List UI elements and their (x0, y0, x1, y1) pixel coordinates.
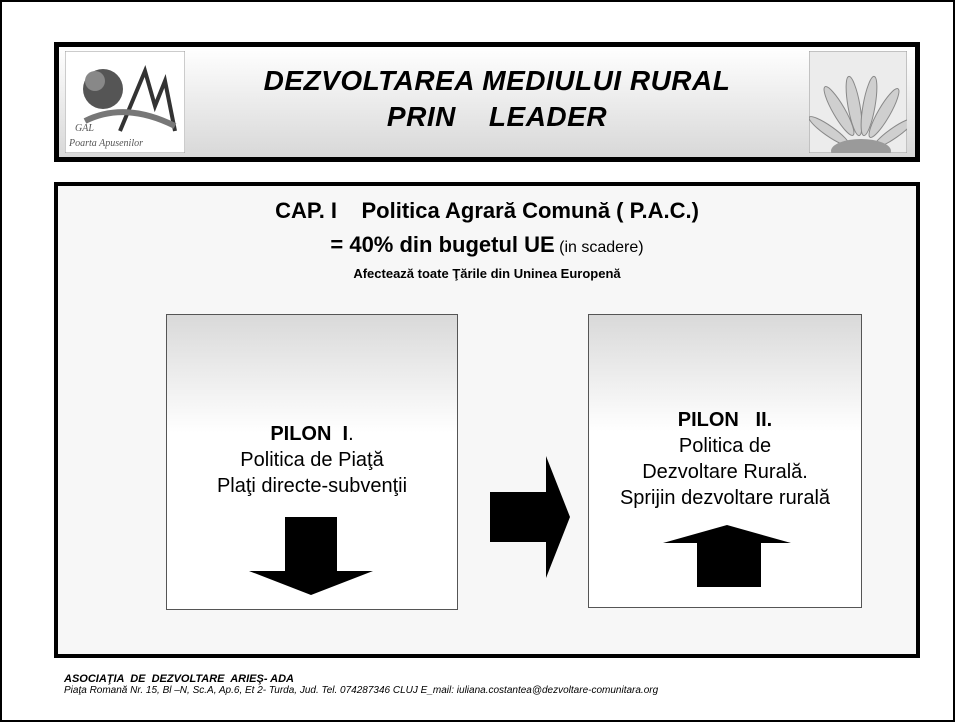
footer-address: Piaţa Romană Nr. 15, Bl –N, Sc.A, Ap.6, … (64, 685, 659, 696)
logo-text-gal: GAL (75, 123, 94, 134)
budget-line: = 40% din bugetul UE (in scadere) (58, 232, 916, 258)
pilon-2-line-2: Dezvoltare Rurală. (642, 461, 808, 483)
footer: ASOCIAŢIA DE DEZVOLTARE ARIEŞ- ADA Piaţa… (64, 673, 659, 697)
header-banner: GAL Poarta Apusenilor DEZVOLTAREA MEDIUL… (54, 42, 920, 162)
footer-organization: ASOCIAŢIA DE DEZVOLTARE ARIEŞ- ADA (64, 673, 294, 685)
sunflower-image (809, 51, 907, 153)
pilon-1-line-1: Politica de Piaţă (240, 449, 384, 471)
page-title: DEZVOLTAREA MEDIULUI RURAL PRIN LEADER (189, 63, 805, 135)
right-arrow-icon (490, 456, 570, 578)
content-panel: CAP. I Politica Agrară Comună ( P.A.C.) … (54, 182, 920, 658)
pilon-1-box: PILON I. Politica de Piaţă Plaţi directe… (166, 314, 458, 610)
pilon-1-heading-text: PILON I (270, 423, 349, 445)
affects-line: Afectează toate Ţările din Uninea Europe… (353, 266, 621, 281)
budget-main: = 40% din bugetul UE (330, 232, 555, 257)
chapter-title: CAP. I Politica Agrară Comună ( P.A.C.) (275, 198, 699, 223)
pilon-1-heading: PILON I. (167, 421, 457, 447)
budget-note: (in scadere) (554, 239, 644, 256)
pilon-2-line-3: Sprijin dezvoltare rurală (619, 487, 831, 509)
up-arrow-icon (663, 525, 791, 587)
title-line-2: PRIN LEADER (386, 101, 608, 132)
down-arrow-icon (249, 517, 373, 595)
pilon-2-heading: PILON II. (677, 409, 773, 431)
pilon-1-heading-dot: . (348, 423, 354, 445)
pilon-1-line-2: Plaţi directe-subvenţii (216, 475, 408, 497)
pilon-2-line-1: Politica de (678, 435, 772, 457)
title-line-1: DEZVOLTAREA MEDIULUI RURAL (263, 65, 731, 96)
pilon-2-box: PILON II. Politica de Dezvoltare Rurală.… (588, 314, 862, 608)
logo-text-poarta: Poarta Apusenilor (68, 138, 143, 149)
gal-logo: GAL Poarta Apusenilor (65, 51, 185, 153)
